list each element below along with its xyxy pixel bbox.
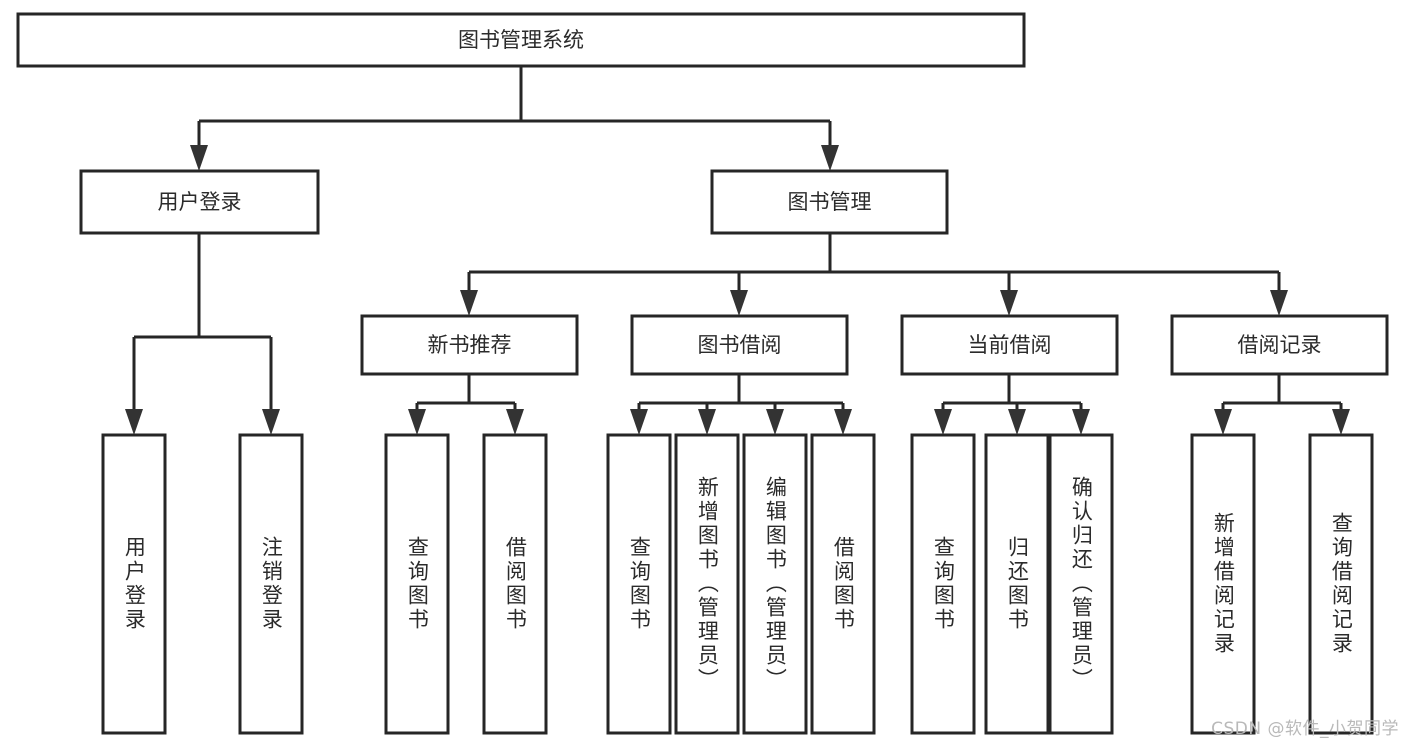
node-box-leaf-user-login[interactable] <box>101 433 167 735</box>
node-label-leaf-add-borrow-record: 新增借阅记录 <box>1211 512 1236 656</box>
node-label-user-login: 用户登录 <box>158 190 242 214</box>
node-label-leaf-add-book: 新增图书（管理员） <box>695 476 720 692</box>
arrow-heads-layer <box>125 145 1350 435</box>
node-label-leaf-edit-book: 编辑图书（管理员） <box>763 476 788 692</box>
node-label-leaf-borrow-book-rec: 借阅图书 <box>503 536 528 632</box>
arrow-head-icon <box>125 409 143 435</box>
arrow-head-icon <box>1332 409 1350 435</box>
arrow-head-icon <box>1072 409 1090 435</box>
arrow-head-icon <box>821 145 839 171</box>
node-label-leaf-query-book-borrow: 查询图书 <box>627 536 652 632</box>
node-box-book-manage[interactable] <box>710 169 949 235</box>
node-box-leaf-query-book-borrow[interactable] <box>606 433 672 735</box>
node-label-new-book-recommend: 新书推荐 <box>428 333 512 357</box>
node-label-borrow-record: 借阅记录 <box>1238 333 1322 357</box>
node-label-leaf-return-book: 归还图书 <box>1005 536 1030 632</box>
arrow-head-icon <box>506 409 524 435</box>
node-box-leaf-borrow-book[interactable] <box>810 433 876 735</box>
node-box-leaf-query-borrow-record[interactable] <box>1308 433 1374 735</box>
node-box-leaf-query-book-rec[interactable] <box>384 433 450 735</box>
arrow-head-icon <box>1000 290 1018 316</box>
node-box-leaf-query-book-current[interactable] <box>910 433 976 735</box>
arrow-head-icon <box>408 409 426 435</box>
arrow-head-icon <box>934 409 952 435</box>
node-label-leaf-borrow-book: 借阅图书 <box>831 536 856 632</box>
node-box-new-book-recommend[interactable] <box>360 314 579 376</box>
node-label-book-manage: 图书管理 <box>788 190 872 214</box>
node-label-current-borrow: 当前借阅 <box>968 333 1052 357</box>
node-box-book-borrow[interactable] <box>630 314 849 376</box>
arrow-head-icon <box>630 409 648 435</box>
node-label-root: 图书管理系统 <box>458 28 584 52</box>
node-label-leaf-user-login: 用户登录 <box>122 536 147 632</box>
node-label-leaf-query-borrow-record: 查询借阅记录 <box>1329 512 1354 656</box>
arrow-head-icon <box>460 290 478 316</box>
node-label-leaf-user-logout: 注销登录 <box>259 536 284 632</box>
arrow-head-icon <box>262 409 280 435</box>
node-box-leaf-add-book[interactable] <box>674 433 740 735</box>
arrow-head-icon <box>698 409 716 435</box>
node-label-leaf-query-book-rec: 查询图书 <box>405 536 430 632</box>
node-box-leaf-return-book[interactable] <box>984 433 1050 735</box>
node-box-leaf-user-logout[interactable] <box>238 433 304 735</box>
node-boxes-layer <box>16 12 1389 735</box>
node-box-current-borrow[interactable] <box>900 314 1119 376</box>
arrow-head-icon <box>1008 409 1026 435</box>
node-box-root[interactable] <box>16 12 1026 68</box>
node-label-leaf-confirm-return: 确认归还（管理员） <box>1069 476 1094 692</box>
arrow-head-icon <box>1214 409 1232 435</box>
arrow-head-icon <box>190 145 208 171</box>
node-box-borrow-record[interactable] <box>1170 314 1389 376</box>
node-box-leaf-add-borrow-record[interactable] <box>1190 433 1256 735</box>
node-box-leaf-borrow-book-rec[interactable] <box>482 433 548 735</box>
node-box-leaf-confirm-return[interactable] <box>1048 433 1114 735</box>
node-label-leaf-query-book-current: 查询图书 <box>931 536 956 632</box>
arrow-head-icon <box>730 290 748 316</box>
arrow-head-icon <box>834 409 852 435</box>
arrow-head-icon <box>766 409 784 435</box>
node-label-book-borrow: 图书借阅 <box>698 333 782 357</box>
node-box-leaf-edit-book[interactable] <box>742 433 808 735</box>
arrow-head-icon <box>1270 290 1288 316</box>
node-box-user-login[interactable] <box>79 169 320 235</box>
